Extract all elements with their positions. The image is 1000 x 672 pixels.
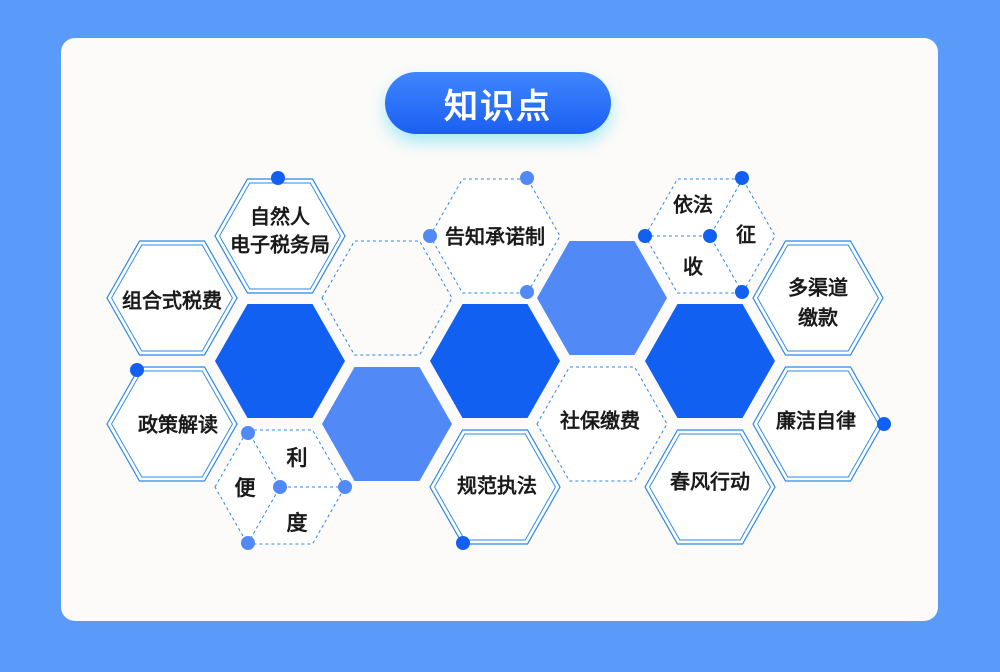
hex-solid-center (430, 304, 560, 418)
label-ziranren-line1: 自然人 (250, 205, 311, 229)
hex-duoqudao: 多渠道 缴款 (752, 240, 884, 356)
dot-yifa-top (735, 171, 749, 185)
dot-bian-center (273, 480, 287, 494)
label-shebao: 社保缴费 (559, 409, 640, 433)
dot-lianjie (877, 417, 891, 431)
hex-zuhe: 组合式税费 (106, 240, 238, 356)
hex-zhengce: 政策解读 (106, 366, 238, 482)
label-yifa: 依法 (673, 193, 713, 217)
hex-yifa: 依法 征 收 (644, 178, 776, 294)
label-li: 利 (287, 446, 308, 470)
hex-chunfeng: 春风行动 (644, 429, 776, 545)
hex-solid-left (215, 304, 345, 418)
hex-lianjie: 廉洁自律 (752, 366, 884, 482)
label-lianjie: 廉洁自律 (776, 409, 856, 433)
hex-solid-light-low (322, 367, 452, 481)
label-ziranren-line2: 电子税务局 (230, 233, 330, 257)
hex-solid-right (645, 304, 775, 418)
label-duoqudao-line2: 缴款 (798, 306, 839, 330)
hex-shebao: 社保缴费 (536, 366, 668, 482)
title-banner: 知识点 (385, 72, 611, 134)
dot-bian-bottom (241, 536, 255, 550)
dot-yifa-center (703, 229, 717, 243)
label-zhengce: 政策解读 (138, 413, 218, 437)
dot-bian-top (241, 426, 255, 440)
dot-bian-right (338, 480, 352, 494)
label-bian: 便 (235, 476, 257, 500)
dot-gaozhi-bottom (520, 285, 534, 299)
dot-guifan (456, 536, 470, 550)
label-du: 度 (287, 511, 308, 535)
hex-gaozhi: 告知承诺制 (429, 178, 561, 294)
label-gaozhi: 告知承诺制 (445, 225, 545, 249)
label-shou: 收 (683, 255, 703, 279)
label-zheng: 征 (736, 223, 756, 247)
hex-solid-light-high (537, 241, 667, 355)
dot-gaozhi-left (423, 229, 437, 243)
hex-bianlidu: 便 利 度 (214, 429, 346, 545)
dot-yifa-left (638, 229, 652, 243)
label-duoqudao-line1: 多渠道 (788, 276, 848, 300)
dot-gaozhi-top (520, 171, 534, 185)
hex-empty-outline (321, 240, 453, 356)
label-guifan: 规范执法 (457, 474, 537, 498)
label-chunfeng: 春风行动 (669, 470, 750, 494)
label-zuhe: 组合式税费 (122, 289, 222, 313)
hex-guifan: 规范执法 (429, 429, 561, 545)
dot-zhengce (130, 363, 144, 377)
dot-ziranren (271, 171, 285, 185)
dot-yifa-bottom (735, 285, 749, 299)
hex-ziranren: 自然人 电子税务局 (214, 178, 346, 294)
